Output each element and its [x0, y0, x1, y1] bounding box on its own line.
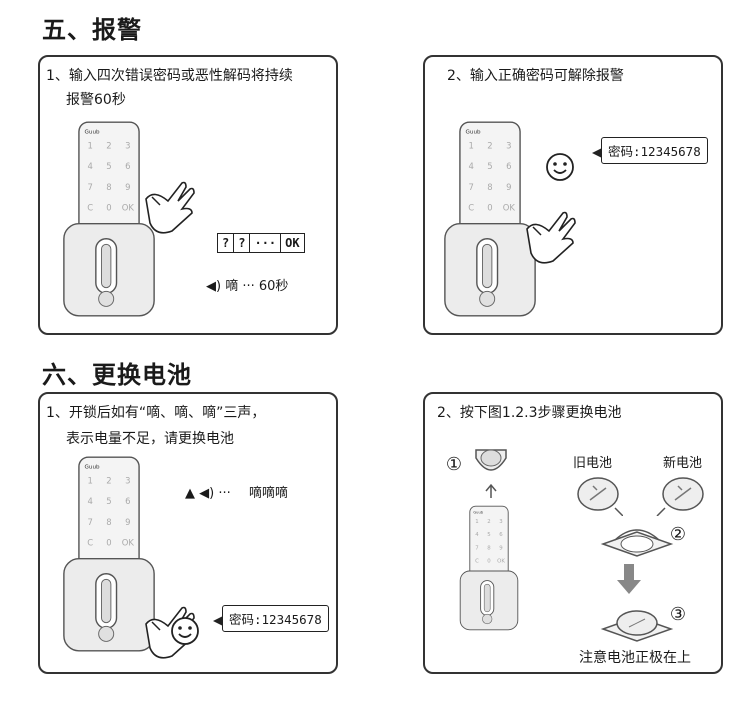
battery-holder-closed-icon: [600, 610, 674, 642]
svg-text:OK: OK: [122, 538, 135, 548]
alarm-sound-indicator: ◀︎) 嘀 ··· 60秒: [206, 275, 288, 294]
svg-text:Guub: Guub: [466, 129, 481, 135]
code-key: OK: [285, 236, 300, 250]
svg-text:4: 4: [475, 532, 479, 538]
svg-text:2: 2: [487, 519, 490, 525]
code-key: ?: [234, 234, 251, 252]
battery-section-title: 六、更换电池: [42, 361, 192, 389]
new-battery-label: 新电池: [663, 456, 703, 471]
svg-text:0: 0: [487, 203, 492, 213]
wrong-code-display: ? ? ··· OK: [217, 233, 305, 253]
svg-text:9: 9: [499, 545, 503, 551]
svg-text:8: 8: [487, 182, 492, 192]
svg-text:5: 5: [487, 532, 490, 538]
code-key: ?: [218, 234, 235, 252]
smiley-icon: [545, 152, 575, 186]
svg-text:9: 9: [125, 517, 130, 527]
svg-text:OK: OK: [503, 203, 516, 213]
svg-text:7: 7: [475, 545, 478, 551]
svg-text:3: 3: [125, 141, 130, 151]
pointing-hand-icon: [142, 179, 202, 239]
svg-text:2: 2: [487, 141, 492, 151]
svg-text:5: 5: [106, 161, 111, 171]
code-key: ···: [250, 234, 282, 252]
svg-text:4: 4: [88, 161, 93, 171]
old-battery-label: 旧电池: [573, 456, 613, 471]
svg-text:Guub: Guub: [473, 510, 483, 514]
svg-text:0: 0: [487, 559, 491, 565]
step-3-marker: ③: [669, 604, 687, 625]
svg-text:3: 3: [499, 519, 502, 525]
svg-text:1: 1: [469, 141, 474, 151]
sound-label: 嘀 ··· 60秒: [225, 279, 289, 294]
svg-text:6: 6: [125, 161, 130, 171]
svg-text:0: 0: [106, 538, 111, 548]
svg-text:0: 0: [106, 203, 111, 213]
battery-panel-1: 1、开锁后如有“嘀、嘀、嘀”三声， 表示电量不足，请更换电池 Guub 1 2 3 4 5…: [38, 392, 338, 674]
svg-text:C: C: [87, 203, 93, 213]
svg-text:5: 5: [487, 161, 492, 171]
battery-cover-icon: [475, 449, 507, 498]
panel1-text-line2: 报警60秒: [66, 92, 126, 108]
svg-text:5: 5: [106, 496, 111, 506]
low-battery-sound-indicator: ▲ ◀︎) ··· 嘀嘀嘀: [185, 482, 288, 501]
sound-label: 嘀嘀嘀: [248, 486, 288, 501]
light-icon: ▲: [185, 486, 195, 501]
svg-text:Guub: Guub: [85, 129, 100, 135]
smiley-icon: [170, 616, 200, 650]
svg-text:6: 6: [125, 496, 130, 506]
battery-holder-open-icon: [600, 529, 674, 557]
svg-text:C: C: [468, 203, 474, 213]
panel4-text-line1: 2、按下图1.2.3步骤更换电池: [437, 405, 622, 421]
svg-text:6: 6: [499, 532, 503, 538]
svg-text:C: C: [475, 559, 479, 565]
svg-text:7: 7: [469, 182, 474, 192]
svg-text:8: 8: [106, 517, 111, 527]
panel1-text-line1: 1、输入四次错误密码或恶性解码将持续: [46, 68, 293, 84]
pointing-hand-icon: [142, 604, 202, 664]
svg-text:C: C: [87, 538, 93, 548]
speaker-icon: ◀︎) ···: [199, 486, 231, 501]
step-2-marker: ②: [669, 524, 687, 545]
svg-text:4: 4: [469, 161, 474, 171]
svg-text:9: 9: [125, 182, 130, 192]
step-1-marker: ①: [445, 454, 463, 475]
svg-text:8: 8: [106, 182, 111, 192]
svg-text:9: 9: [506, 182, 511, 192]
panel3-text-line1: 1、开锁后如有“嘀、嘀、嘀”三声，: [46, 405, 266, 421]
new-battery-icon: [656, 477, 704, 516]
svg-text:OK: OK: [497, 559, 505, 565]
svg-text:7: 7: [88, 517, 93, 527]
svg-text:2: 2: [106, 141, 111, 151]
svg-text:3: 3: [506, 141, 511, 151]
svg-text:1: 1: [88, 141, 93, 151]
svg-text:2: 2: [106, 476, 111, 486]
svg-text:4: 4: [88, 496, 93, 506]
battery-note: 注意电池正极在上: [579, 650, 691, 666]
svg-text:3: 3: [125, 476, 130, 486]
svg-text:1: 1: [475, 519, 478, 525]
panel2-text-line1: 2、输入正确密码可解除报警: [447, 68, 624, 84]
down-arrow-icon: [617, 564, 641, 594]
alarm-section-title: 五、报警: [42, 16, 142, 44]
svg-text:1: 1: [88, 476, 93, 486]
svg-text:7: 7: [88, 182, 93, 192]
panel3-text-line2: 表示电量不足，请更换电池: [66, 431, 234, 447]
password-bubble: 密码:12345678: [592, 137, 708, 164]
speaker-icon: ◀︎): [206, 279, 222, 294]
svg-text:Guub: Guub: [85, 464, 100, 470]
svg-text:OK: OK: [122, 203, 135, 213]
pointing-hand-icon: [523, 209, 583, 269]
password-bubble: 密码:12345678: [213, 605, 329, 632]
svg-text:8: 8: [487, 545, 491, 551]
old-battery-icon: [577, 477, 623, 516]
svg-text:6: 6: [506, 161, 511, 171]
